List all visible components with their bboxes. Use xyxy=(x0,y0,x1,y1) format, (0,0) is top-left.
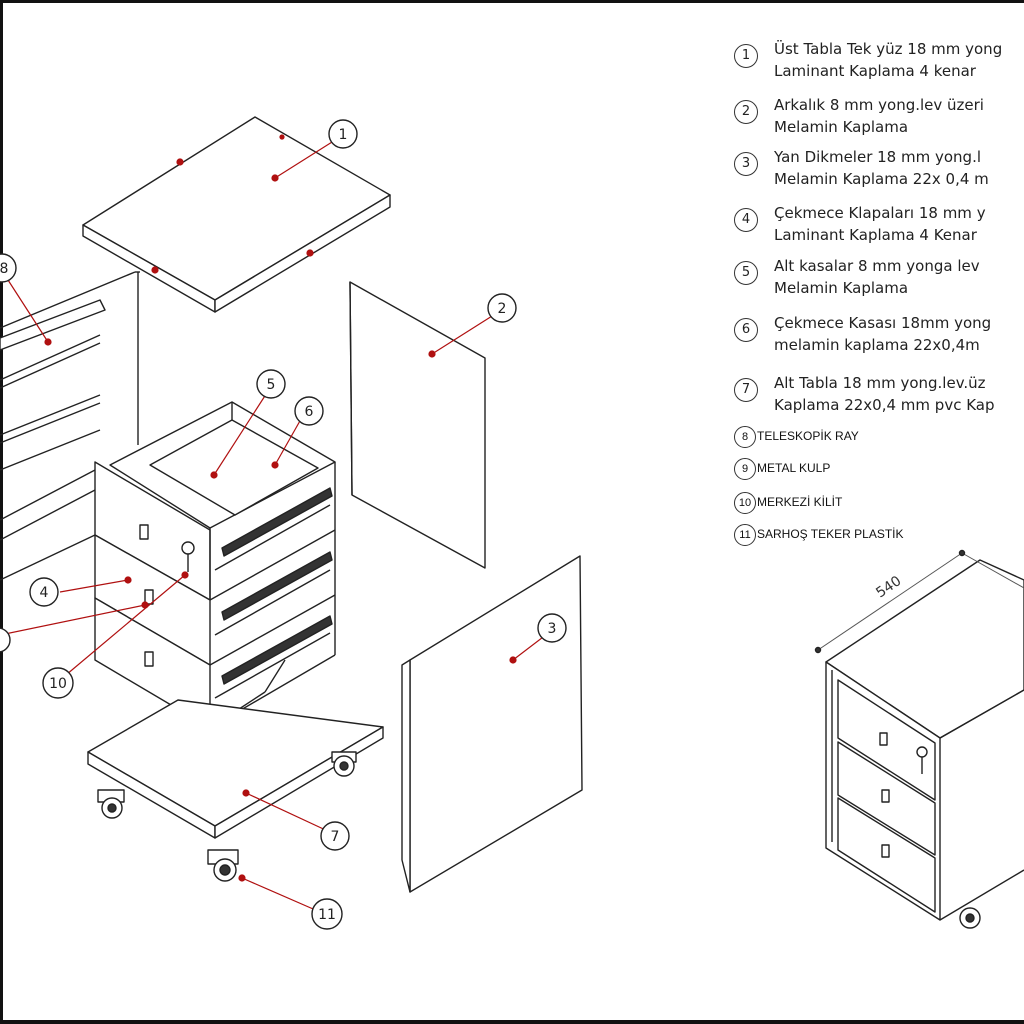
legend-number: 3 xyxy=(734,152,758,176)
legend-text-line2: Melamin Kaplama xyxy=(774,279,909,297)
legend-number: 11 xyxy=(734,524,756,546)
bottom-panel xyxy=(87,659,384,839)
caster-right xyxy=(331,751,357,777)
legend-text-line2: Melamin Kaplama xyxy=(774,118,909,136)
callout-1: 1 xyxy=(339,127,348,143)
legend-text-line2: Laminant Kaplama 4 kenar xyxy=(774,62,976,80)
legend-number: 4 xyxy=(734,208,758,232)
legend-text: SARHOŞ TEKER PLASTİK xyxy=(757,527,904,542)
callout-11: 11 xyxy=(318,907,336,923)
legend-text-line1: Çekmece Klapaları 18 mm y xyxy=(774,204,986,222)
legend-number: 5 xyxy=(734,261,758,285)
leader-lines xyxy=(0,134,552,913)
legend-text-line1: Alt Tabla 18 mm yong.lev.üz xyxy=(774,374,986,392)
legend-number: 1 xyxy=(734,44,758,68)
legend-text-line2: Laminant Kaplama 4 Kenar xyxy=(774,226,977,244)
dimension-line xyxy=(814,549,1024,654)
callout-6: 6 xyxy=(305,404,314,420)
legend-text: TELESKOPİK RAY xyxy=(757,429,859,444)
legend-text-line2: Kaplama 22x0,4 mm pvc Kap xyxy=(774,396,995,414)
legend-number: 2 xyxy=(734,100,758,124)
caster-front xyxy=(207,849,239,882)
callout-4: 4 xyxy=(40,585,49,601)
legend-number: 10 xyxy=(734,492,756,514)
legend-text: METAL KULP xyxy=(757,461,831,476)
callout-8: 8 xyxy=(0,261,8,277)
legend-text-line1: Yan Dikmeler 18 mm yong.l xyxy=(774,148,982,166)
legend-text: MERKEZİ KİLİT xyxy=(757,495,843,510)
legend-text-line1: Arkalık 8 mm yong.lev üzeri xyxy=(774,96,984,114)
legend-number: 6 xyxy=(734,318,758,342)
legend-text-line1: Üst Tabla Tek yüz 18 mm yong xyxy=(774,40,1003,58)
callout-5: 5 xyxy=(267,377,276,393)
dimension-label: 540 xyxy=(873,573,904,601)
side-panel xyxy=(401,555,583,893)
callout-circles xyxy=(0,119,567,930)
legend-text-line1: Alt kasalar 8 mm yonga lev xyxy=(774,257,980,275)
callout-2: 2 xyxy=(498,301,507,317)
callout-3: 3 xyxy=(548,621,557,637)
back-panel xyxy=(349,281,486,569)
callout-10: 10 xyxy=(49,676,67,692)
top-panel xyxy=(82,116,391,313)
cabinet-side-frame xyxy=(0,271,140,581)
assembled-view xyxy=(825,559,1024,929)
callout-7: 7 xyxy=(331,829,340,845)
legend-text-line1: Çekmece Kasası 18mm yong xyxy=(774,314,992,332)
legend-number: 9 xyxy=(734,458,756,480)
legend-number: 7 xyxy=(734,378,758,402)
legend-text-line2: melamin kaplama 22x0,4m xyxy=(774,336,980,354)
legend-number: 8 xyxy=(734,426,756,448)
caster-left xyxy=(97,789,125,819)
casters xyxy=(97,751,357,882)
legend-text-line2: Melamin Kaplama 22x 0,4 m xyxy=(774,170,989,188)
drawer-stack xyxy=(94,401,336,729)
